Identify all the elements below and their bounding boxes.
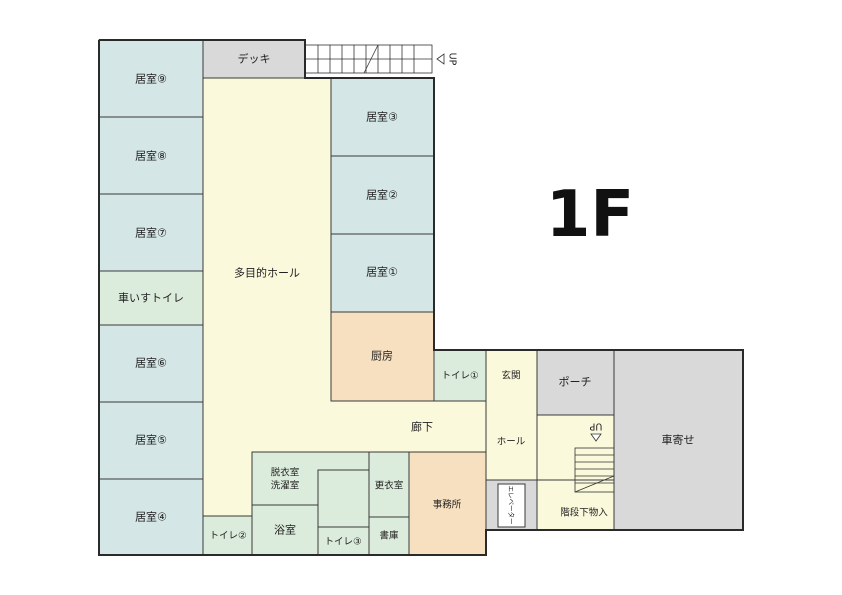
inner-up-arrow-icon: [590, 433, 602, 442]
room-3-label: 居室③: [366, 110, 398, 124]
deck-label: デッキ: [238, 52, 271, 66]
porch-label: ポーチ: [559, 376, 592, 389]
changing-room-label: 更衣室: [375, 480, 404, 492]
room-3: [330, 77, 435, 157]
room-5: [98, 401, 204, 480]
toilet-1-label: トイレ①: [441, 371, 478, 382]
toilet-2: [202, 515, 253, 556]
inner-stair-up-label: UP: [589, 421, 602, 432]
dressing-label-line2: 洗濯室: [271, 480, 300, 492]
floor-label: 1F: [546, 178, 634, 252]
corridor-label: 廊下: [411, 420, 433, 434]
elevator: [497, 483, 526, 528]
up-arrow-icon: [436, 53, 445, 65]
library-label: 書庫: [379, 530, 399, 542]
wash-area: [317, 469, 370, 528]
room-8: [98, 116, 204, 195]
top-staircase: [304, 44, 445, 74]
toilet-3-label: トイレ③: [324, 537, 361, 548]
inner-staircase: [574, 433, 615, 493]
room-7: [98, 193, 204, 272]
outer-wall: [98, 39, 744, 556]
room-9: [98, 39, 204, 118]
bath-label: 浴室: [274, 523, 296, 537]
room-4-label: 居室④: [135, 510, 167, 524]
room-6-label: 居室⑥: [135, 356, 167, 370]
room-9-label: 居室⑨: [135, 72, 167, 86]
room-1-label: 居室①: [366, 265, 398, 279]
kitchen-label: 厨房: [371, 350, 393, 363]
library: [368, 516, 410, 556]
room-7-label: 居室⑦: [135, 226, 167, 240]
room-1: [330, 233, 435, 313]
multipurpose-hall-label: 多目的ホール: [234, 266, 300, 280]
elevator-label: エレベーター: [507, 486, 516, 525]
kitchen: [330, 311, 435, 402]
wheelchair-toilet: [98, 270, 204, 326]
entrance-hall: [485, 349, 538, 481]
room-8-label: 居室⑧: [135, 149, 167, 163]
dressing-label-line1: 脱衣室: [271, 467, 300, 479]
entrance-label: 玄関: [501, 370, 520, 382]
room-5-label: 居室⑤: [135, 433, 167, 447]
under-stairs-label: 階段下物入: [560, 507, 608, 519]
room-2: [330, 155, 435, 235]
hall-label: ホール: [497, 437, 526, 448]
top-stair-up-label: UP: [447, 53, 458, 66]
wheelchair-toilet-label: 車いすトイレ: [118, 291, 184, 305]
office-label: 事務所: [433, 499, 462, 511]
toilet-2-label: トイレ②: [209, 531, 246, 542]
room-6: [98, 324, 204, 403]
carport-label: 車寄せ: [662, 433, 695, 447]
room-2-label: 居室②: [366, 188, 398, 202]
deck: [202, 39, 306, 79]
carport: [613, 349, 744, 531]
bath: [251, 504, 319, 556]
office: [408, 451, 487, 556]
